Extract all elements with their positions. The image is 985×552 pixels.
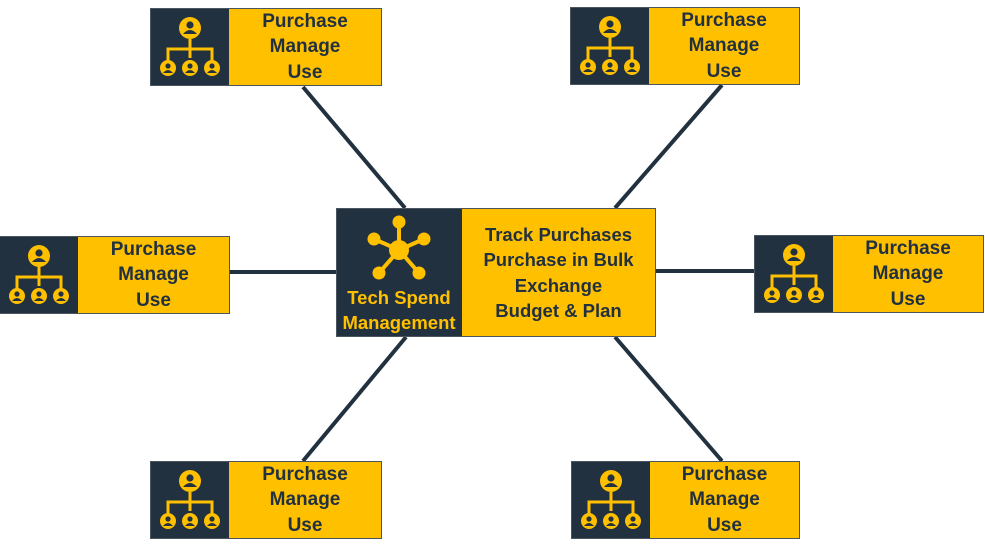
- satellite-text-panel: Purchase Manage Use: [649, 462, 799, 538]
- satellite-line-use: Use: [287, 61, 323, 83]
- center-features-panel: Track Purchases Purchase in Bulk Exchang…: [461, 209, 655, 336]
- center-node: Tech Spend Management Track Purchases Pu…: [336, 208, 656, 337]
- satellite-text-panel: Purchase Manage Use: [77, 237, 229, 313]
- satellite-line-use: Use: [706, 60, 742, 82]
- satellite-line-manage: Manage: [689, 489, 760, 511]
- satellite-icon-panel: [0, 237, 77, 313]
- satellite-text-panel: Purchase Manage Use: [648, 8, 799, 84]
- satellite-line-use: Use: [287, 514, 323, 536]
- satellite-node-left: Purchase Manage Use: [0, 236, 230, 314]
- feature-track-purchases: Track Purchases: [484, 223, 633, 245]
- satellite-icon-panel: [151, 462, 228, 538]
- satellite-line-purchase: Purchase: [262, 463, 348, 485]
- satellite-line-manage: Manage: [269, 36, 341, 58]
- connector-top-left: [301, 85, 407, 210]
- satellite-line-manage: Manage: [118, 264, 189, 286]
- connector-bottom-right: [613, 335, 724, 463]
- satellite-node-bottom-right: Purchase Manage Use: [571, 461, 800, 539]
- satellite-line-use: Use: [707, 514, 742, 536]
- feature-budget-plan: Budget & Plan: [495, 300, 622, 321]
- org-chart-icon: [580, 470, 641, 529]
- satellite-line-purchase: Purchase: [110, 238, 197, 260]
- satellite-text-panel: Purchase Manage Use: [832, 236, 983, 312]
- org-chart-icon: [159, 470, 220, 529]
- satellite-node-bottom-left: Purchase Manage Use: [150, 461, 382, 539]
- org-chart-icon: [579, 16, 640, 75]
- satellite-line-purchase: Purchase: [262, 10, 348, 32]
- center-icon-panel: Tech Spend Management: [337, 209, 461, 336]
- center-title: Tech Spend Management: [342, 285, 455, 335]
- satellite-icon-panel: [571, 8, 648, 84]
- hub-network-icon: [367, 215, 431, 280]
- satellite-icon-panel: [755, 236, 832, 312]
- center-title-line: Tech Spend: [347, 287, 451, 308]
- satellite-icon-panel: [151, 9, 228, 85]
- org-chart-icon: [159, 17, 220, 76]
- satellite-line-manage: Manage: [688, 35, 760, 57]
- org-chart-icon: [763, 244, 824, 303]
- satellite-node-top-right: Purchase Manage Use: [570, 7, 800, 85]
- org-chart-icon: [8, 245, 69, 304]
- satellite-line-manage: Manage: [269, 489, 341, 511]
- feature-exchange: Exchange: [514, 274, 603, 296]
- feature-purchase-in-bulk: Purchase in Bulk: [483, 249, 634, 270]
- satellite-line-use: Use: [136, 289, 171, 311]
- satellite-line-use: Use: [890, 288, 926, 310]
- center-title-line: Management: [342, 312, 456, 333]
- satellite-line-purchase: Purchase: [681, 9, 767, 31]
- satellite-line-manage: Manage: [872, 263, 944, 285]
- satellite-node-right: Purchase Manage Use: [754, 235, 984, 313]
- connector-bottom-left: [301, 335, 408, 463]
- satellite-line-purchase: Purchase: [681, 463, 768, 485]
- satellite-line-purchase: Purchase: [865, 237, 951, 259]
- satellite-text-panel: Purchase Manage Use: [228, 9, 381, 85]
- connector-top-right: [613, 83, 724, 210]
- satellite-node-top-left: Purchase Manage Use: [150, 8, 382, 86]
- satellite-text-panel: Purchase Manage Use: [228, 462, 381, 538]
- satellite-icon-panel: [572, 462, 649, 538]
